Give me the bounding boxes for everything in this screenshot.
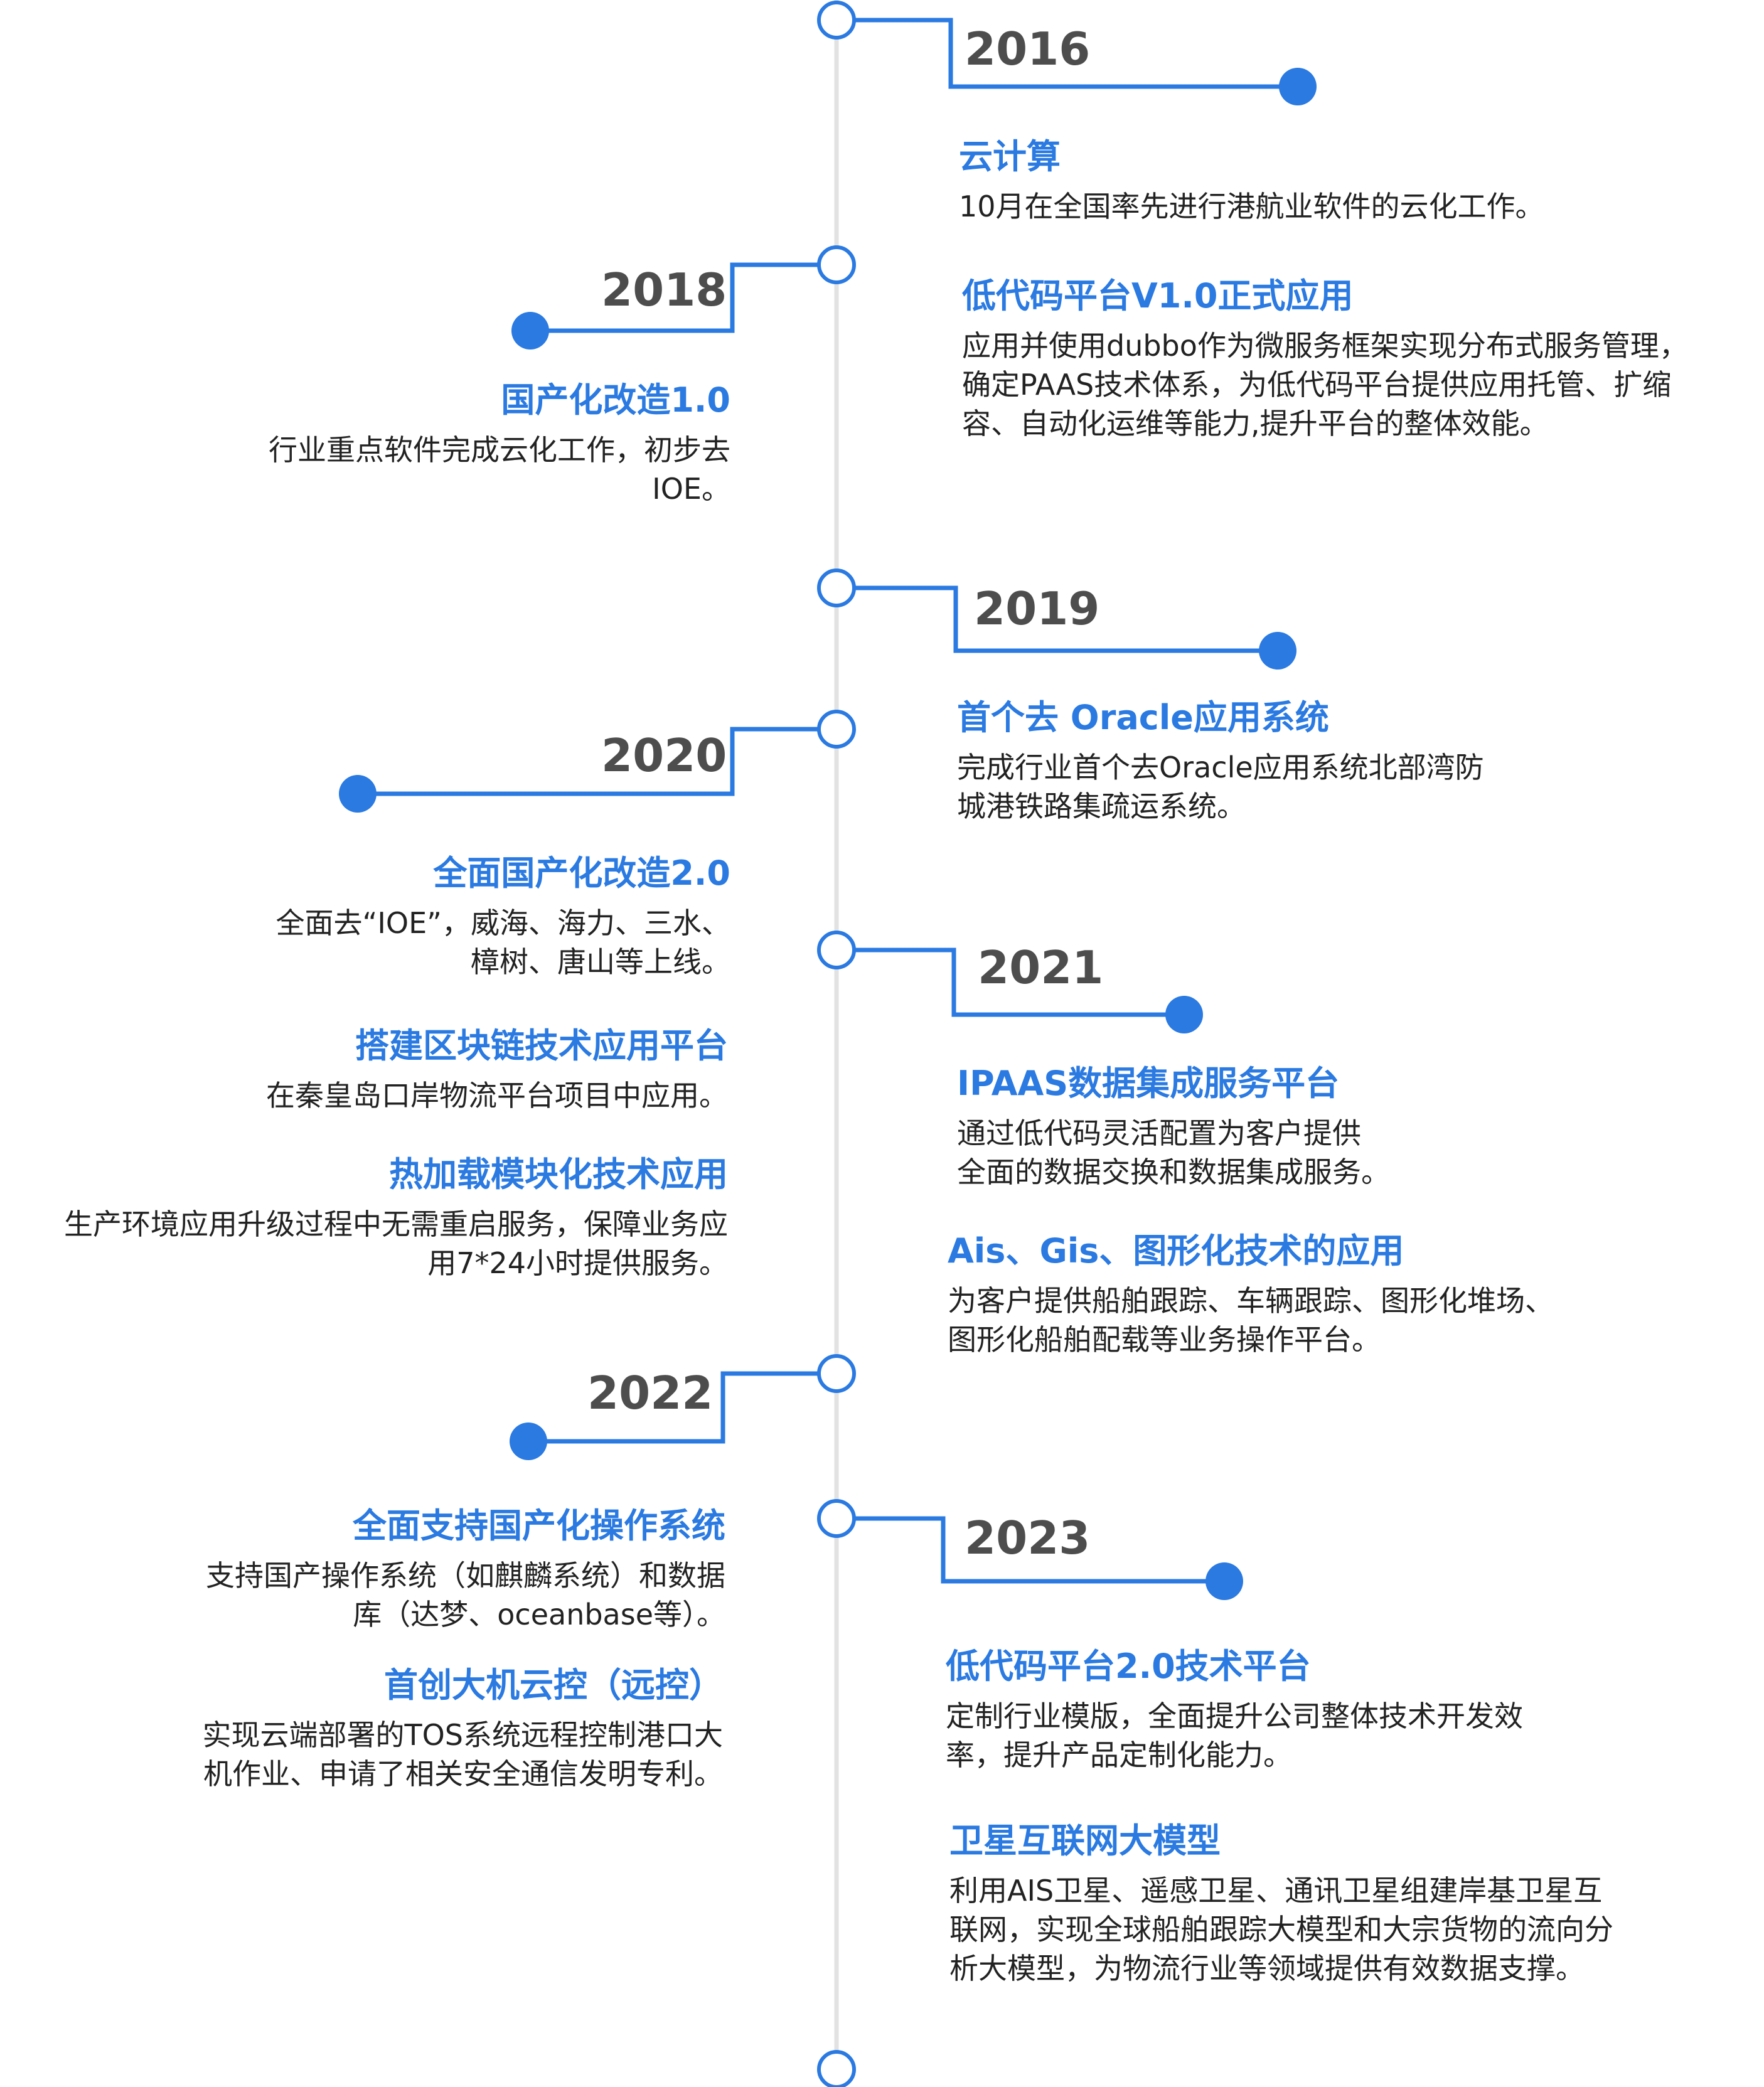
description-line: 10月在全国率先进行港航业软件的云化工作。 [959,189,1544,223]
connector-end-dot [1205,1562,1243,1600]
connector-line [837,1516,1224,1584]
timeline-node [817,1,856,40]
description-line: 库（达梦、oceanbase等）。 [353,1598,725,1631]
connector-end-dot [510,1422,547,1460]
description-line: 实现云端部署的TOS系统远程控制港口大 [202,1718,723,1752]
connector-line [528,1371,837,1444]
year-label: 2019 [974,582,1100,635]
milestone-localization-1: 国产化改造1.0 行业重点软件完成云化工作，初步去 IOE。 [0,380,730,508]
description-line: IOE。 [652,472,730,506]
milestone-title: 低代码平台2.0技术平台 [946,1647,1311,1686]
milestone-description: 通过低代码灵活配置为客户提供 全面的数据交换和数据集成服务。 [957,1114,1710,1192]
description-line: 率，提升产品定制化能力。 [946,1738,1292,1772]
description-line: 图形化船舶配载等业务操作平台。 [948,1323,1381,1357]
milestone-title: 搭建区块链技术应用平台 [355,1026,728,1065]
milestone-description: 为客户提供船舶跟踪、车辆跟踪、图形化堆场、 图形化船舶配载等业务操作平台。 [948,1281,1701,1359]
milestone-domestic-os: 全面支持国产化操作系统 支持国产操作系统（如麒麟系统）和数据 库（达梦、ocea… [0,1506,725,1634]
description-line: 樟树、唐山等上线。 [471,945,730,979]
milestone-title: IPAAS数据集成服务平台 [957,1064,1340,1103]
milestone-description: 在秦皇岛口岸物流平台项目中应用。 [0,1076,728,1115]
description-line: 支持国产操作系统（如麒麟系统）和数据 [206,1559,725,1593]
description-line: 城港铁路集疏运系统。 [957,789,1246,823]
milestone-description: 全面去“IOE”，威海、海力、三水、 樟树、唐山等上线。 [0,904,731,981]
milestone-description: 生产环境应用升级过程中无需重启服务，保障业务应 用7*24小时提供服务。 [0,1205,728,1283]
year-label: 2022 [587,1367,714,1419]
milestone-title: 卫星互联网大模型 [949,1821,1221,1860]
milestone-satellite-model: 卫星互联网大模型 利用AIS卫星、遥感卫星、通讯卫星组建岸基卫星互 联网，实现全… [949,1821,1703,1988]
connector-line [837,585,1278,653]
description-line: 行业重点软件完成云化工作，初步去 [269,433,730,467]
milestone-title: 首个去 Oracle应用系统 [957,698,1329,737]
milestone-description: 完成行业首个去Oracle应用系统北部湾防 城港铁路集疏运系统。 [957,748,1710,826]
milestone-title: 热加载模块化技术应用 [389,1155,728,1194]
timeline-node [817,931,856,969]
description-line: 通过低代码灵活配置为客户提供 [957,1116,1361,1150]
milestone-description: 应用并使用dubbo作为微服务框架实现分布式服务管理， 确定PAAS技术体系，为… [962,326,1715,443]
milestone-title: 低代码平台V1.0正式应用 [962,276,1354,316]
milestone-ipaas-platform: IPAAS数据集成服务平台 通过低代码灵活配置为客户提供 全面的数据交换和数据集… [957,1064,1710,1192]
connector-end-dot [1259,632,1296,670]
timeline-node [817,1354,856,1393]
year-label: 2016 [965,23,1091,75]
description-line: 用7*24小时提供服务。 [427,1246,728,1280]
timeline-node [817,2050,856,2087]
milestone-title: 云计算 [959,137,1061,176]
milestone-first-de-oracle: 首个去 Oracle应用系统 完成行业首个去Oracle应用系统北部湾防 城港铁… [957,698,1710,826]
connector-end-dot [511,312,549,350]
milestone-lowcode-v1: 低代码平台V1.0正式应用 应用并使用dubbo作为微服务框架实现分布式服务管理… [962,276,1715,443]
connector-line [837,947,1184,1017]
milestone-cloud-computing: 云计算 10月在全国率先进行港航业软件的云化工作。 [959,137,1712,226]
year-label: 2023 [965,1512,1091,1564]
milestone-localization-2: 全面国产化改造2.0 全面去“IOE”，威海、海力、三水、 樟树、唐山等上线。 [0,853,731,981]
timeline-node [817,568,856,607]
milestone-description: 支持国产操作系统（如麒麟系统）和数据 库（达梦、oceanbase等）。 [0,1556,725,1634]
milestone-description: 行业重点软件完成云化工作，初步去 IOE。 [0,430,730,508]
description-line: 应用并使用dubbo作为微服务框架实现分布式服务管理， [962,329,1688,363]
connector-end-dot [1279,68,1317,105]
milestone-lowcode-v2: 低代码平台2.0技术平台 定制行业模版，全面提升公司整体技术开发效 率，提升产品… [946,1647,1699,1775]
connector-line [530,262,837,333]
description-line: 机作业、申请了相关安全通信发明专利。 [203,1757,723,1791]
description-line: 容、自动化运维等能力,提升平台的整体效能。 [962,407,1549,440]
description-line: 全面去“IOE”，威海、海力、三水、 [275,906,731,940]
description-line: 确定PAAS技术体系，为低代码平台提供应用托管、扩缩 [962,368,1672,402]
description-line: 利用AIS卫星、遥感卫星、通讯卫星组建岸基卫星互 [949,1874,1603,1908]
connector-line [358,727,837,796]
description-line: 在秦皇岛口岸物流平台项目中应用。 [266,1079,728,1113]
milestone-blockchain: 搭建区块链技术应用平台 在秦皇岛口岸物流平台项目中应用。 [0,1026,728,1115]
timeline-node [817,710,856,749]
connector-end-dot [339,775,377,813]
milestone-title: 全面国产化改造2.0 [433,853,730,893]
description-line: 全面的数据交换和数据集成服务。 [957,1155,1390,1189]
description-line: 联网，实现全球船舶跟踪大模型和大宗货物的流向分 [949,1913,1613,1946]
year-label: 2020 [601,729,727,782]
milestone-title: 首创大机云控（远控） [384,1665,723,1705]
connector-line [837,18,1298,89]
description-line: 定制行业模版，全面提升公司整体技术开发效 [946,1699,1523,1733]
milestone-title: 国产化改造1.0 [501,380,730,420]
year-label: 2018 [601,264,727,316]
milestone-hot-loading: 热加载模块化技术应用 生产环境应用升级过程中无需重启服务，保障业务应 用7*24… [0,1155,728,1283]
milestone-description: 10月在全国率先进行港航业软件的云化工作。 [959,187,1712,226]
milestone-remote-control: 首创大机云控（远控） 实现云端部署的TOS系统远程控制港口大 机作业、申请了相关… [0,1665,723,1793]
milestone-description: 实现云端部署的TOS系统远程控制港口大 机作业、申请了相关安全通信发明专利。 [0,1716,723,1793]
connector-end-dot [1165,996,1203,1033]
year-label: 2021 [978,941,1104,994]
timeline-node [817,245,856,284]
milestone-description: 利用AIS卫星、遥感卫星、通讯卫星组建岸基卫星互 联网，实现全球船舶跟踪大模型和… [949,1871,1703,1988]
milestone-title: Ais、Gis、图形化技术的应用 [948,1231,1404,1271]
timeline-node [817,1499,856,1538]
description-line: 生产环境应用升级过程中无需重启服务，保障业务应 [64,1207,728,1241]
milestone-title: 全面支持国产化操作系统 [353,1506,725,1545]
description-line: 完成行业首个去Oracle应用系统北部湾防 [957,750,1484,784]
description-line: 为客户提供船舶跟踪、车辆跟踪、图形化堆场、 [948,1284,1554,1318]
milestone-description: 定制行业模版，全面提升公司整体技术开发效 率，提升产品定制化能力。 [946,1697,1699,1775]
description-line: 析大模型，为物流行业等领域提供有效数据支撑。 [949,1951,1585,1985]
milestone-ais-gis: Ais、Gis、图形化技术的应用 为客户提供船舶跟踪、车辆跟踪、图形化堆场、 图… [948,1231,1701,1359]
